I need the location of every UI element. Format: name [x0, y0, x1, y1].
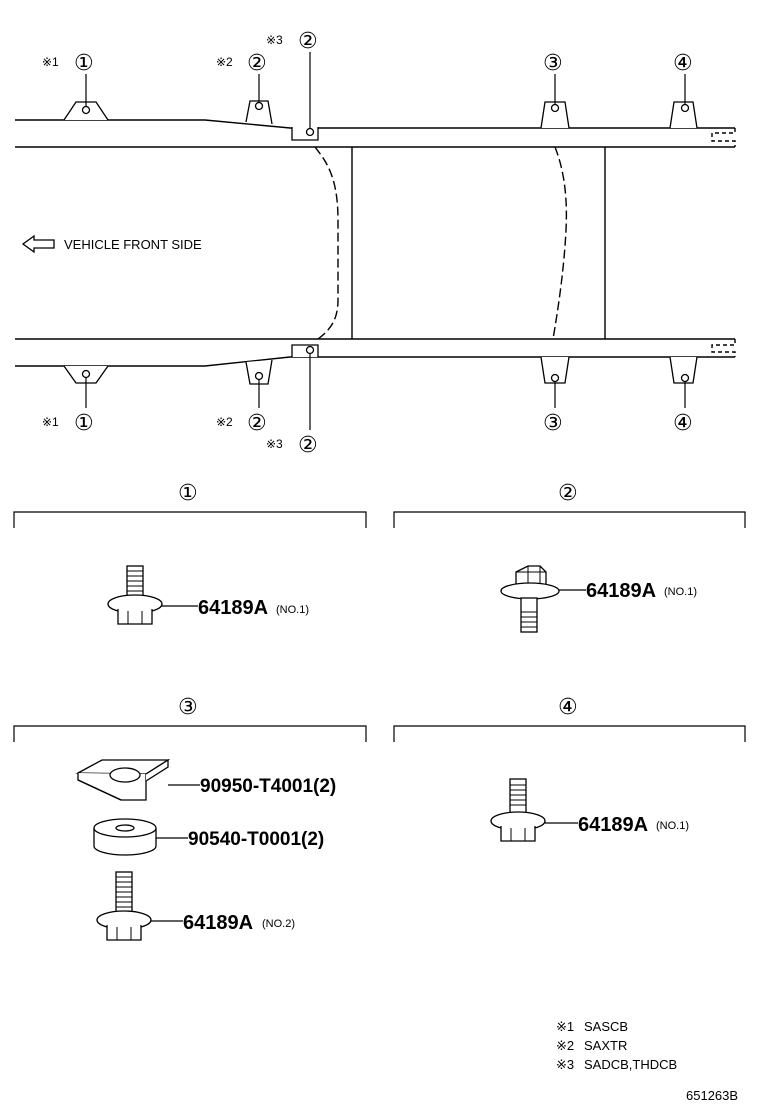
bolt-head-faces — [116, 927, 132, 940]
brackets-bottom — [63, 344, 698, 385]
direction-label: VEHICLE FRONT SIDE — [64, 237, 202, 252]
bracket-2b-bottom — [291, 344, 319, 357]
bolt-head — [117, 609, 153, 625]
hole-1-bottom — [81, 369, 91, 379]
note-text: SAXTR — [584, 1038, 627, 1053]
frame-bottom-rail-end — [711, 339, 736, 357]
group-headers — [13, 511, 746, 742]
callout-number: ③ — [543, 411, 563, 436]
bolt-flange-icon — [490, 778, 546, 842]
hole-3-top — [550, 103, 560, 113]
callout-note: ※1 — [42, 55, 59, 69]
hole-3-bottom — [550, 373, 560, 383]
frame-top-rail-end — [711, 128, 736, 147]
brackets-top — [63, 100, 698, 141]
hole-2-top — [254, 101, 264, 111]
callout-number: ④ — [673, 411, 693, 436]
note-text: SADCB,THDCB — [584, 1057, 677, 1072]
bracket-4-bottom — [669, 356, 698, 384]
callout-note: ※2 — [216, 415, 233, 429]
bolt-flange-icon — [107, 565, 163, 625]
vehicle-frame — [15, 119, 736, 367]
bolt-stud — [509, 778, 527, 814]
callouts: ※1 ① ※2 ② ※3 ② ③ ④ ※1 ① ※2 ② ※3 ② ③ ④ — [42, 29, 693, 458]
note-mark: ※1 — [556, 1019, 574, 1034]
bolt-holes — [81, 101, 690, 383]
notes-legend: ※1 SASCB ※2 SAXTR ※3 SADCB,THDCB — [556, 1019, 677, 1072]
group-1-number: ① — [178, 481, 198, 506]
bolt-head — [500, 826, 536, 842]
bolt-head-faces — [510, 828, 526, 841]
part-number: 90540-T0001(2) — [188, 829, 324, 850]
bolt-washer — [500, 582, 560, 600]
hole-2b-bottom — [305, 345, 315, 355]
part-number: 64189A — [183, 912, 253, 934]
group-4-number: ④ — [558, 695, 578, 720]
callout-number: ④ — [673, 51, 693, 76]
part-suffix: (NO.1) — [664, 586, 697, 598]
callout-number: ② — [298, 29, 318, 54]
frame-crossmember-2 — [552, 146, 568, 340]
note-mark: ※2 — [556, 1038, 574, 1053]
hole-2b-top — [305, 127, 315, 137]
frame-bottom-rail-inner — [15, 356, 735, 367]
group-1-bracket — [13, 511, 367, 528]
group-numbers: ① ② ③ ④ — [178, 481, 578, 720]
bolt-thread-lines — [521, 611, 537, 628]
group-2-number: ② — [558, 481, 578, 506]
part-suffix: (NO.1) — [276, 604, 309, 616]
bolt-shank — [520, 597, 538, 633]
plate-side — [145, 758, 169, 782]
bolt-hex-icon — [500, 565, 560, 633]
hole-2-bottom — [254, 371, 264, 381]
callout-number: ② — [247, 51, 267, 76]
callout-note: ※3 — [266, 437, 283, 451]
group-2-bracket — [393, 511, 746, 528]
cushion-hole — [115, 824, 135, 832]
bracket-2b-top — [291, 127, 319, 141]
bolt-head-faces — [127, 611, 143, 624]
hole-1-top — [81, 105, 91, 115]
part-number: 90950-T4001(2) — [200, 776, 336, 797]
plate-washer-icon — [75, 758, 171, 801]
group-4-bracket — [393, 725, 746, 742]
part-suffix: (NO.2) — [262, 918, 295, 930]
bolt-thread-lines — [510, 784, 526, 806]
left-arrow-icon — [21, 234, 55, 254]
figure-id: 651263B — [686, 1088, 738, 1103]
callout-note: ※3 — [266, 33, 283, 47]
bolt-flange-icon — [96, 871, 152, 941]
hole-4-top — [680, 103, 690, 113]
part-suffix: (NO.1) — [656, 820, 689, 832]
callout-number: ① — [74, 411, 94, 436]
part-number: 64189A — [198, 597, 268, 619]
frame-crossmember-1 — [314, 146, 339, 340]
callout-note: ※2 — [216, 55, 233, 69]
hole-4-bottom — [680, 373, 690, 383]
plate-hole — [109, 767, 141, 783]
note-mark: ※3 — [556, 1057, 574, 1072]
callout-number: ③ — [543, 51, 563, 76]
group-3-bracket — [13, 725, 367, 742]
frame-top-rail-outer — [15, 119, 735, 129]
callout-number: ① — [74, 51, 94, 76]
leader-lines — [85, 52, 686, 430]
callout-number: ② — [298, 433, 318, 458]
group-3-number: ③ — [178, 695, 198, 720]
cushion-icon — [93, 818, 157, 856]
bolt-thread-lines — [116, 876, 132, 908]
part-number: 64189A — [586, 580, 656, 602]
part-number: 64189A — [578, 814, 648, 836]
vehicle-front-arrow: VEHICLE FRONT SIDE — [21, 234, 202, 254]
callout-number: ② — [247, 411, 267, 436]
callout-note: ※1 — [42, 415, 59, 429]
note-text: SASCB — [584, 1019, 628, 1034]
bracket-4-top — [669, 101, 698, 129]
plate-edge — [77, 779, 122, 801]
bolt-thread-lines — [127, 570, 143, 592]
bolt-head — [106, 925, 142, 941]
